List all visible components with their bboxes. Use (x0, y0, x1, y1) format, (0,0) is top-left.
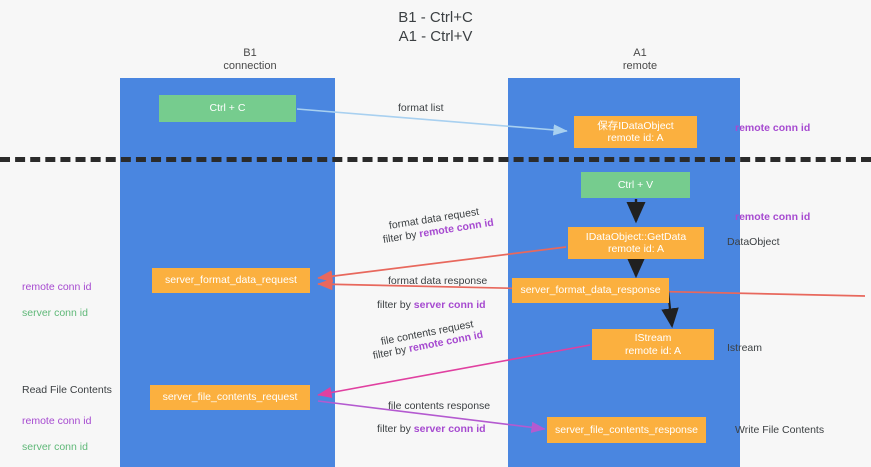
edge-label-file-contents-response: file contents response (388, 400, 491, 412)
filter-value-server-2: server conn id (413, 423, 486, 435)
edge-label-filter-server-conn-id-2: filter by server conn id (377, 422, 486, 436)
annotation-remote-conn-id-mid: remote conn id (735, 211, 811, 223)
node-server-file-contents-response[interactable]: server_file_contents_response (547, 417, 706, 443)
annotation-left-conn-ids-upper: remote conn id server conn id (22, 268, 91, 333)
annotation-left2-remote-conn-id: remote conn id (22, 415, 92, 427)
annotation-left-conn-ids-lower: remote conn id server conn id (22, 402, 91, 467)
annotation-left2-server-conn-id: server conn id (22, 441, 88, 453)
filter-value-server-1: server conn id (413, 299, 486, 311)
node-idataobject-getdata[interactable]: IDataObject::GetData remote id: A (568, 227, 704, 259)
page-title: B1 - Ctrl+C A1 - Ctrl+V (398, 9, 473, 45)
annotation-read-file-contents: Read File Contents (22, 384, 112, 396)
phase-divider (0, 157, 871, 162)
filter-prefix-2: filter by (377, 299, 414, 311)
annotation-remote-conn-id-top: remote conn id (735, 122, 811, 134)
annotation-left-remote-conn-id: remote conn id (22, 281, 92, 293)
column-header-b1: B1 connection (223, 47, 277, 72)
annotation-write-file-contents: Write File Contents (735, 424, 825, 436)
annotation-istream: Istream (727, 342, 763, 354)
column-header-a1: A1 remote (622, 47, 658, 72)
filter-prefix-1: filter by (382, 228, 421, 246)
node-server-format-data-request[interactable]: server_format_data_request (152, 268, 310, 293)
edge-label-format-data-response: format data response (388, 275, 488, 287)
node-ctrl-c[interactable]: Ctrl + C (159, 95, 296, 122)
edge-label-filter-server-conn-id-1: filter by server conn id (377, 298, 486, 312)
filter-prefix-4: filter by (377, 423, 414, 435)
edge-label-format-list: format list (398, 102, 444, 114)
node-server-format-data-response[interactable]: server_format_data_response (512, 278, 669, 303)
node-idataobject[interactable]: 保存IDataObject remote id: A (574, 116, 697, 148)
node-ctrl-v[interactable]: Ctrl + V (581, 172, 690, 198)
node-server-file-contents-request[interactable]: server_file_contents_request (150, 385, 310, 410)
node-istream[interactable]: IStream remote id: A (592, 329, 714, 360)
annotation-left-server-conn-id: server conn id (22, 307, 88, 319)
filter-prefix-3: filter by (371, 343, 411, 362)
annotation-dataobject: DataObject (727, 236, 780, 248)
